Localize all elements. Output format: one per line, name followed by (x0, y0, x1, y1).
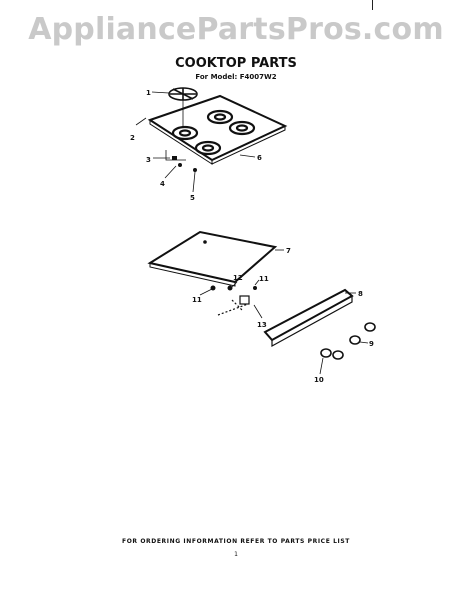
callout-6: 6 (257, 154, 262, 162)
callout-11-left: 11 (192, 296, 202, 304)
cooktop-lid (147, 230, 284, 287)
model-subtitle: For Model: F4007W2 (195, 73, 277, 81)
callout-9: 9 (369, 340, 374, 348)
callout-3: 3 (146, 156, 151, 164)
burner-rings (171, 109, 256, 156)
callout-8: 8 (358, 290, 363, 298)
page-number: 1 (234, 551, 238, 558)
callout-10: 10 (314, 376, 324, 384)
control-knobs (320, 322, 376, 360)
diagram-title: COOKTOP PARTS (175, 56, 297, 71)
callout-1: 1 (146, 89, 151, 97)
callout-13: 13 (257, 321, 267, 329)
callout-7: 7 (286, 247, 291, 255)
corner-mark (372, 0, 373, 10)
callout-12: 12 (233, 274, 243, 282)
callout-4: 4 (160, 180, 165, 188)
callout-2: 2 (130, 134, 135, 142)
mounting-brackets (210, 285, 257, 316)
burner-grate (168, 87, 198, 101)
control-panel (263, 288, 356, 348)
ordering-footer: FOR ORDERING INFORMATION REFER TO PARTS … (122, 538, 350, 545)
watermark: AppliancePartsPros.com (28, 12, 444, 47)
cooktop-panel (147, 94, 288, 165)
callout-5: 5 (190, 194, 195, 202)
callout-11-right: 11 (259, 275, 269, 283)
